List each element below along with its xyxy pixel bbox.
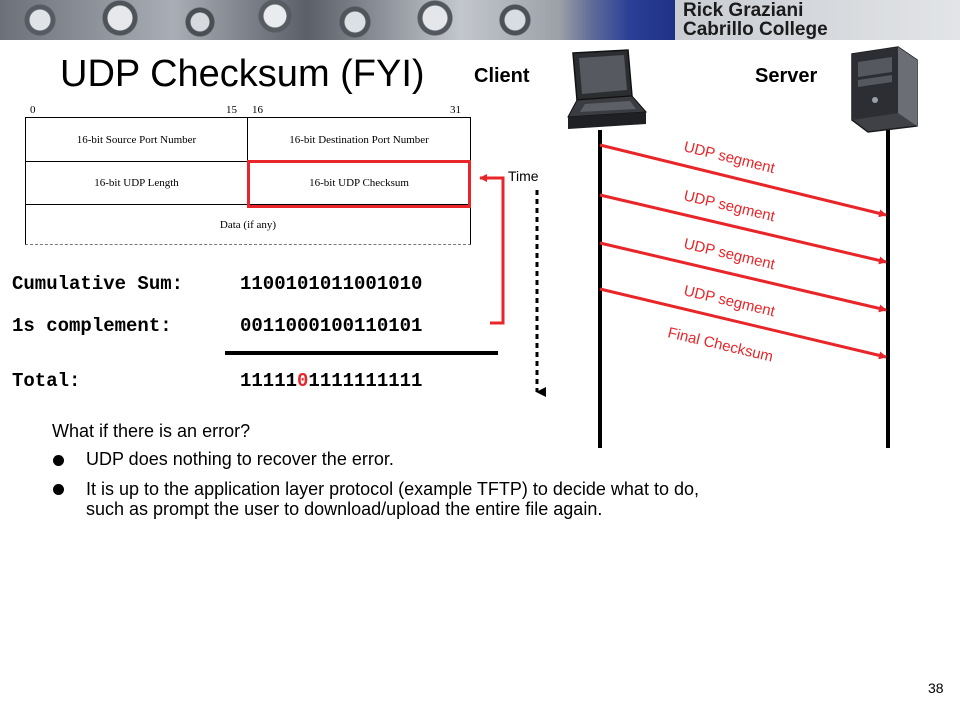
- bit-label-16: 16: [252, 104, 263, 116]
- complement-value: 0011000100110101: [240, 315, 423, 337]
- bit-label-31: 31: [450, 104, 461, 116]
- segment-arrows: [599, 143, 887, 360]
- final-checksum-label: Final Checksum: [666, 324, 775, 365]
- total-suffix: 1111111111: [308, 370, 423, 392]
- total-value: 1111101111111111: [240, 370, 422, 392]
- checksum-highlight: [247, 160, 471, 208]
- bullet-1: UDP does nothing to recover the error.: [86, 449, 394, 469]
- banner-author: Rick Graziani Cabrillo College: [675, 0, 960, 40]
- total-error-bit: 0: [297, 370, 309, 392]
- page-number: 38: [928, 680, 944, 696]
- banner-photo: [0, 0, 600, 40]
- bit-label-15: 15: [226, 104, 237, 116]
- total-prefix: 11111: [240, 370, 298, 392]
- error-question: What if there is an error?: [52, 421, 251, 441]
- client-label: Client: [474, 65, 530, 87]
- total-label: Total:: [12, 370, 81, 392]
- bit-label-0: 0: [30, 104, 36, 116]
- bullet-2-line-1: It is up to the application layer protoc…: [86, 479, 699, 499]
- segment-label-2: UDP segment: [682, 187, 777, 225]
- segment-arrow-1: [599, 143, 887, 218]
- complement-label: 1s complement:: [12, 315, 172, 337]
- segment-label-3: UDP segment: [682, 235, 777, 273]
- segment-arrow-2: [599, 193, 887, 265]
- time-label: Time: [508, 168, 539, 184]
- header-banner: Rick Graziani Cabrillo College: [0, 0, 960, 40]
- server-label: Server: [755, 65, 818, 87]
- sum-rule: [225, 351, 498, 355]
- cumulative-label: Cumulative Sum:: [12, 273, 184, 295]
- slide-title: UDP Checksum (FYI): [60, 53, 425, 95]
- bullet-2-line-2: such as prompt the user to download/uplo…: [86, 499, 603, 519]
- server-tower-icon: [851, 46, 918, 133]
- bullet-dot-1: [53, 455, 64, 466]
- cumulative-value: 1100101011001010: [240, 273, 423, 295]
- checksum-connector: [479, 174, 505, 325]
- segment-labels: UDP segment UDP segment UDP segment UDP …: [666, 138, 777, 365]
- bullet-dot-2: [53, 484, 64, 495]
- segment-label-1: UDP segment: [682, 138, 777, 177]
- laptop-icon: [567, 49, 648, 129]
- author-college: Cabrillo College: [683, 19, 828, 40]
- banner-accent: [560, 0, 675, 40]
- author-name: Rick Graziani: [683, 0, 804, 21]
- segment-label-4: UDP segment: [682, 282, 777, 320]
- segment-arrow-3: [599, 241, 887, 313]
- segment-arrow-4: [599, 287, 887, 360]
